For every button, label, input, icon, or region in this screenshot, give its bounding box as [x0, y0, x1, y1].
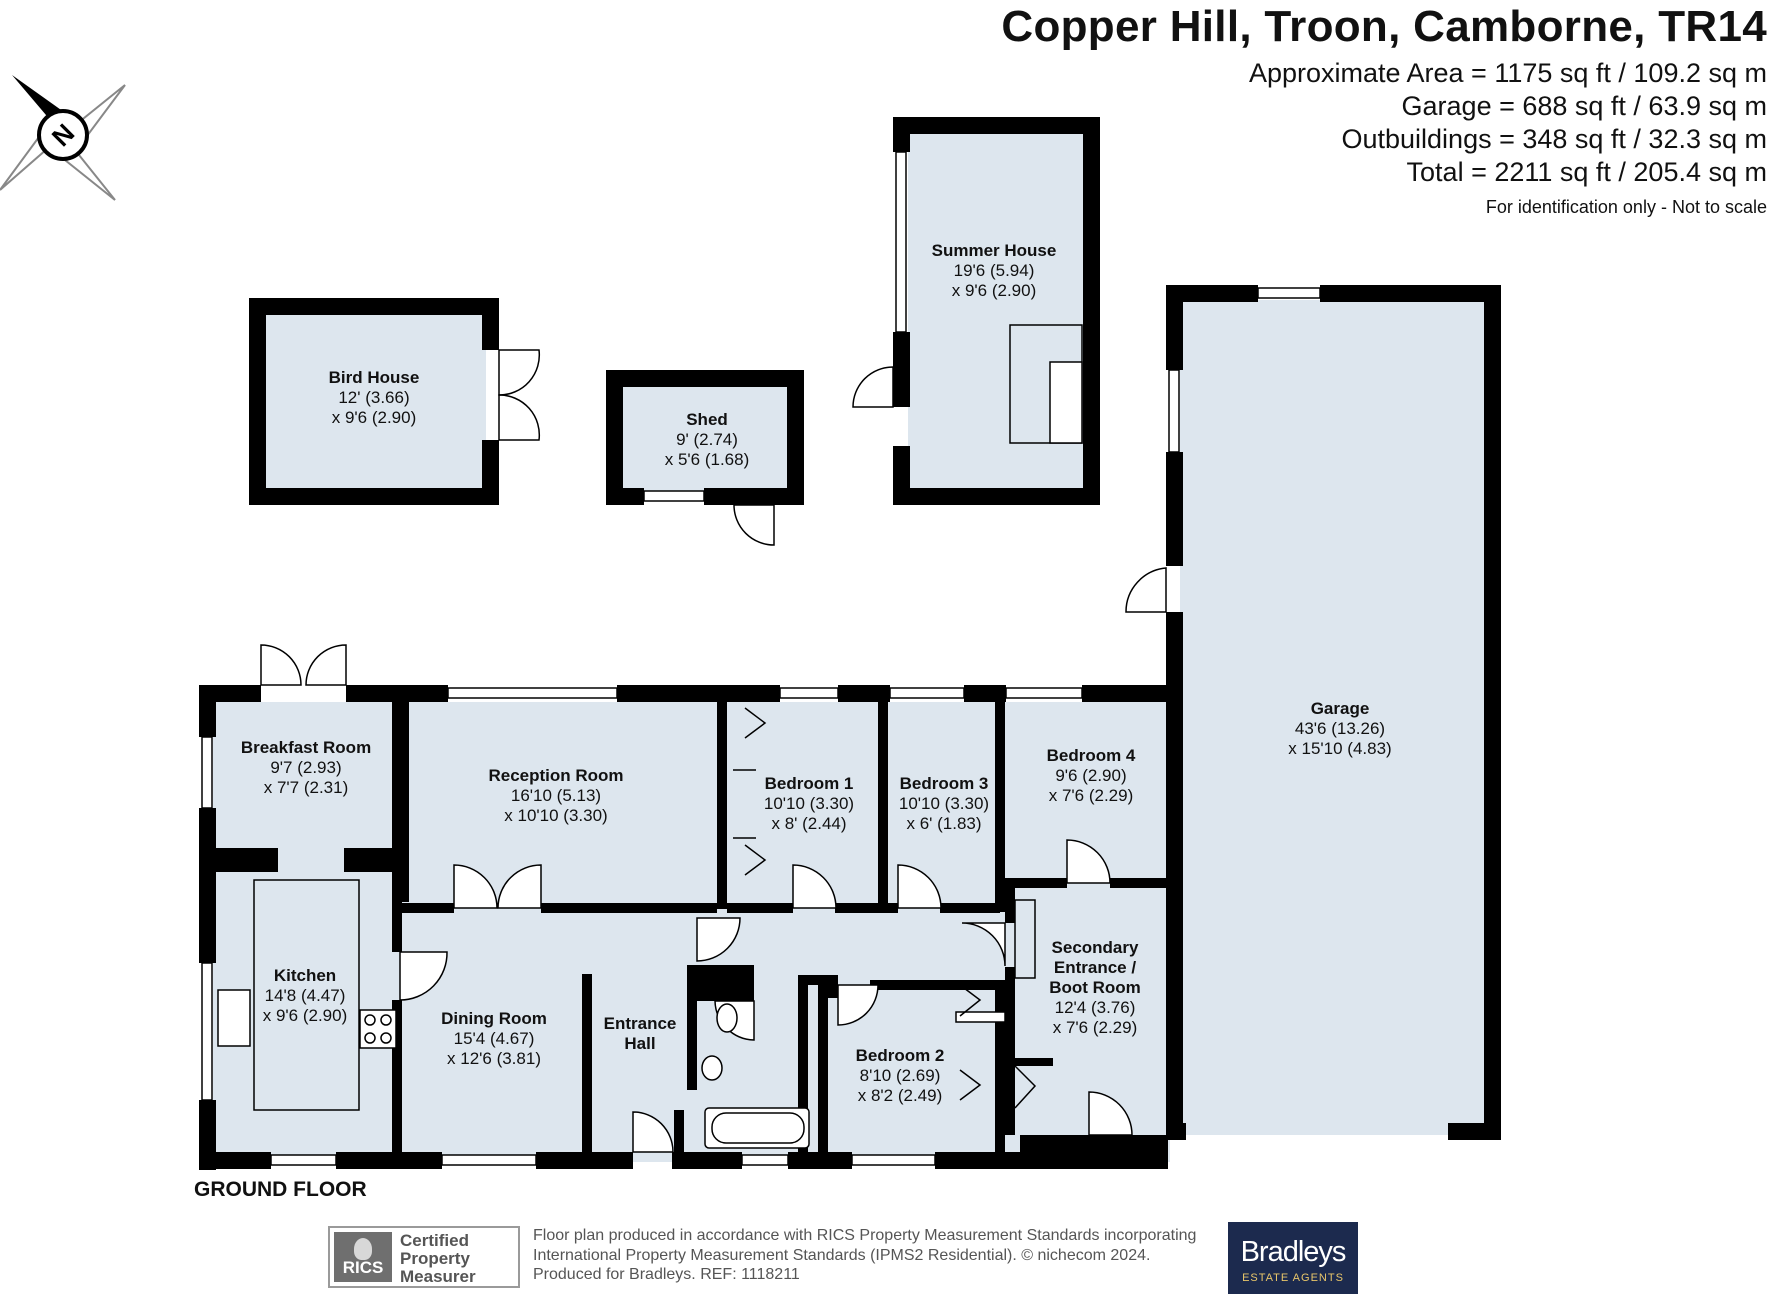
- rics-badge: RICS Certified Property Measurer: [328, 1226, 520, 1288]
- production-line: Floor plan produced in accordance with R…: [533, 1227, 1197, 1244]
- room-name: Boot Room: [1049, 978, 1141, 997]
- room-dimension: 43'6 (13.26): [1294, 719, 1386, 738]
- room-dimension: x 7'7 (2.31): [263, 778, 349, 797]
- room-dimension: 12' (3.66): [338, 388, 410, 407]
- room-name: Breakfast Room: [240, 738, 372, 757]
- room-dimension: x 7'6 (2.29): [1052, 1018, 1138, 1037]
- room-dimension: x 12'6 (3.81): [447, 1049, 541, 1068]
- room-dining-room: Dining Room 15'4 (4.67) x 12'6 (3.81): [430, 1009, 558, 1069]
- room-name: Reception Room: [488, 766, 624, 785]
- room-name: Bedroom 3: [899, 774, 989, 793]
- room-summer-house: Summer House 19'6 (5.94) x 9'6 (2.90): [920, 241, 1068, 301]
- brand-subtitle: ESTATE AGENTS: [1242, 1272, 1344, 1284]
- room-dimension: 10'10 (3.30): [898, 794, 990, 813]
- room-bedroom-4: Bedroom 4 9'6 (2.90) x 7'6 (2.29): [1038, 746, 1144, 806]
- room-name: Bedroom 1: [764, 774, 854, 793]
- room-name: Hall: [624, 1034, 656, 1053]
- rics-logo: RICS: [334, 1232, 392, 1282]
- room-dimension: x 7'6 (2.29): [1048, 786, 1134, 805]
- plan-title: Copper Hill, Troon, Camborne, TR14: [1001, 2, 1767, 51]
- room-name: Bedroom 2: [855, 1046, 945, 1065]
- room-bird-house: Bird House 12' (3.66) x 9'6 (2.90): [320, 368, 428, 428]
- room-name: Entrance /: [1053, 958, 1137, 977]
- rics-cert-line: Measurer: [400, 1267, 476, 1286]
- room-dimension: x 9'6 (2.90): [262, 1006, 348, 1025]
- room-dimension: x 9'6 (2.90): [331, 408, 417, 427]
- approximate-area: Approximate Area = 1175 sq ft / 109.2 sq…: [1248, 58, 1767, 88]
- room-dimension: 16'10 (5.13): [510, 786, 602, 805]
- compass-icon: N: [0, 75, 126, 201]
- room-name: Bedroom 4: [1046, 746, 1136, 765]
- room-kitchen: Kitchen 14'8 (4.47) x 9'6 (2.90): [250, 966, 360, 1026]
- brand-name: Bradleys: [1240, 1236, 1347, 1268]
- rics-cert-line: Property: [400, 1249, 470, 1268]
- room-dimension: x 5'6 (1.68): [664, 450, 750, 469]
- total-area: Total = 2211 sq ft / 205.4 sq m: [1406, 157, 1767, 187]
- production-line: Produced for Bradleys. REF: 1118211: [533, 1266, 800, 1283]
- room-dimension: 9' (2.74): [676, 430, 738, 449]
- room-dimension: 12'4 (3.76): [1054, 998, 1136, 1017]
- rics-logo-text: RICS: [342, 1258, 384, 1277]
- room-name: Garage: [1310, 699, 1370, 718]
- production-line: International Property Measurement Stand…: [533, 1246, 1151, 1264]
- room-dimension: x 9'6 (2.90): [951, 281, 1037, 300]
- room-name: Dining Room: [441, 1009, 547, 1028]
- rics-emblem-icon: [354, 1238, 372, 1260]
- room-bedroom-3: Bedroom 3 10'10 (3.30) x 6' (1.83): [890, 774, 998, 834]
- room-dimension: x 10'10 (3.30): [504, 806, 608, 825]
- rics-cert-line: Certified: [400, 1231, 469, 1250]
- room-name: Secondary: [1051, 938, 1139, 957]
- room-dimension: x 6' (1.83): [906, 814, 982, 833]
- room-dimension: 9'7 (2.93): [270, 758, 342, 777]
- scale-note: For identification only - Not to scale: [1485, 197, 1767, 217]
- room-name: Summer House: [931, 241, 1057, 260]
- room-dimension: x 8'2 (2.49): [857, 1086, 943, 1105]
- room-bedroom-1: Bedroom 1 10'10 (3.30) x 8' (2.44): [756, 774, 862, 834]
- production-note: Floor plan produced in accordance with R…: [533, 1226, 1196, 1285]
- room-dimension: 9'6 (2.90): [1055, 766, 1127, 785]
- room-dimension: 14'8 (4.47): [264, 986, 346, 1005]
- bradleys-logo: Bradleys ESTATE AGENTS: [1228, 1222, 1358, 1294]
- room-dimension: x 8' (2.44): [771, 814, 847, 833]
- garage-area: Garage = 688 sq ft / 63.9 sq m: [1401, 91, 1767, 121]
- room-dimension: 8'10 (2.69): [859, 1066, 941, 1085]
- room-name: Kitchen: [273, 966, 337, 985]
- room-reception-room: Reception Room 16'10 (5.13) x 10'10 (3.3…: [470, 766, 642, 826]
- room-name: Entrance: [603, 1014, 677, 1033]
- room-name: Shed: [686, 410, 728, 429]
- room-breakfast-room: Breakfast Room 9'7 (2.93) x 7'7 (2.31): [222, 738, 390, 798]
- room-garage: Garage 43'6 (13.26) x 15'10 (4.83): [1260, 699, 1420, 759]
- outbuildings-area: Outbuildings = 348 sq ft / 32.3 sq m: [1341, 124, 1767, 154]
- room-dimension: 19'6 (5.94): [953, 261, 1035, 280]
- room-dimension: 15'4 (4.67): [453, 1029, 535, 1048]
- room-entrance-hall: Entrance Hall: [596, 1014, 684, 1054]
- room-dimension: x 15'10 (4.83): [1288, 739, 1392, 758]
- room-bedroom-2: Bedroom 2 8'10 (2.69) x 8'2 (2.49): [846, 1046, 954, 1106]
- room-name: Bird House: [328, 368, 420, 387]
- floor-label: GROUND FLOOR: [194, 1178, 367, 1201]
- room-secondary-entrance: Secondary Entrance / Boot Room 12'4 (3.7…: [1040, 938, 1150, 1038]
- room-dimension: 10'10 (3.30): [763, 794, 855, 813]
- room-shed: Shed 9' (2.74) x 5'6 (1.68): [648, 410, 766, 470]
- rics-certification: Certified Property Measurer: [400, 1232, 476, 1286]
